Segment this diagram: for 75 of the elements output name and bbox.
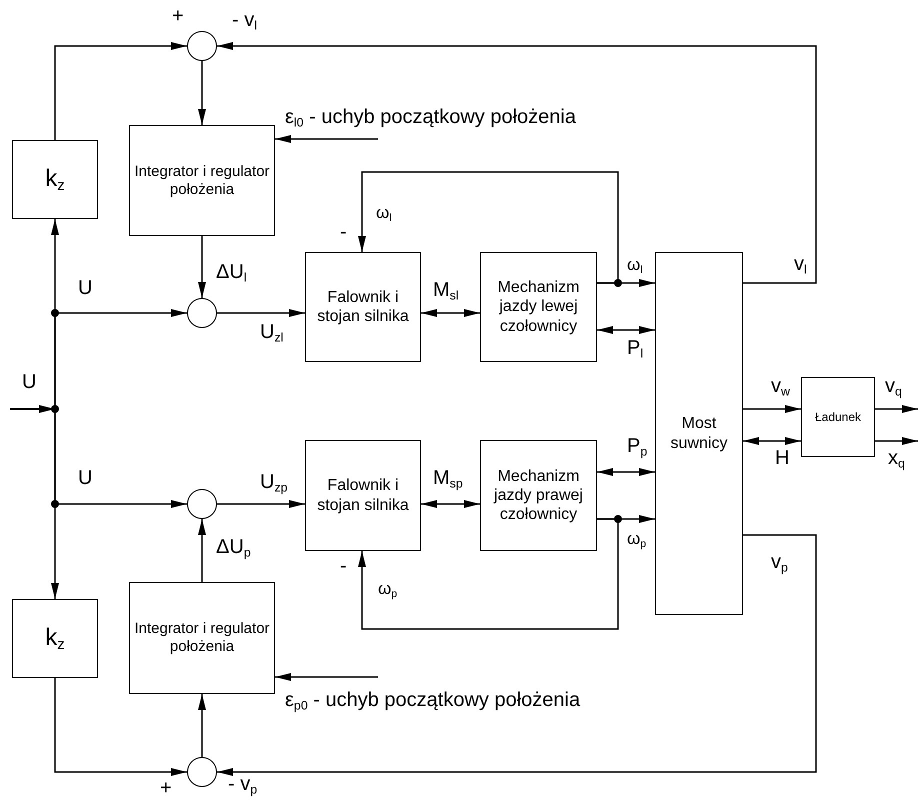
inverter-block xyxy=(305,252,421,362)
edge-label: x$_{q}$ xyxy=(888,448,905,468)
block-label: Mechanizm jazdy lewej czołownicy xyxy=(496,278,580,336)
edge-label: U$_{zl}$ xyxy=(260,322,284,342)
gain-block xyxy=(12,599,98,678)
controller-block xyxy=(129,582,275,694)
edge-label: ε$_{p0}$ - uchyb początkowy położenia xyxy=(285,690,580,710)
edge-label: H xyxy=(775,448,790,468)
edge-label: ω$_{l}$ xyxy=(627,256,643,273)
arrow xyxy=(217,500,305,508)
summing-junction xyxy=(187,489,217,519)
arrow xyxy=(198,236,206,298)
arrow xyxy=(421,500,480,508)
arrow xyxy=(54,42,187,140)
edge-label: + xyxy=(160,778,172,798)
arrow xyxy=(358,171,619,284)
edge-label: + xyxy=(172,6,184,26)
edge-label: v$_{l}$ xyxy=(794,254,807,274)
controller-block xyxy=(129,125,275,236)
edge-label: ω$_{l}$ xyxy=(376,204,392,221)
summing-junction xyxy=(187,298,217,328)
gain-block xyxy=(12,140,98,219)
arrow xyxy=(198,61,206,125)
load-block xyxy=(801,377,875,457)
summing-junction xyxy=(187,31,217,61)
arrow xyxy=(875,437,918,445)
edge-label: P$_{l}$ xyxy=(627,338,644,358)
mechanism-block xyxy=(480,440,597,551)
edge-label: U$_{zp}$ xyxy=(260,472,288,492)
block-label: k$_{z}$ xyxy=(45,165,65,194)
edge-label: v$_{p}$ xyxy=(771,552,788,572)
arrow xyxy=(198,519,206,582)
arrow xyxy=(217,534,817,776)
arrow xyxy=(597,468,655,476)
edge-label: ε$_{l0}$ - uchyb początkowy położenia xyxy=(285,107,576,127)
block-label: Integrator i regulator położenia xyxy=(133,620,271,656)
signal-label: - xyxy=(340,222,347,242)
edge-label: U xyxy=(78,468,92,488)
arrow xyxy=(743,437,801,445)
arrow xyxy=(217,42,817,284)
block-label: Ładunek xyxy=(814,410,862,424)
edge-label: v$_{w}$ xyxy=(771,376,790,396)
block-label: Integrator i regulator położenia xyxy=(133,162,271,198)
edge-label: v$_{q}$ xyxy=(885,376,902,396)
arrow xyxy=(275,135,378,143)
edge-label: ΔU$_{p}$ xyxy=(216,537,251,557)
signal-label: - xyxy=(340,556,347,576)
arrow xyxy=(198,694,206,757)
arrow xyxy=(54,678,187,776)
edge-label: M$_{sl}$ xyxy=(433,280,459,300)
edge-label: ΔU$_{l}$ xyxy=(216,262,247,282)
signal-label: U xyxy=(22,372,36,392)
arrow xyxy=(275,673,378,681)
arrow xyxy=(217,309,305,317)
bridge-block xyxy=(655,252,743,615)
signal-label: - v$_{p}$ xyxy=(228,774,258,794)
mechanism-block xyxy=(480,252,597,362)
edge-label: M$_{sp}$ xyxy=(433,468,463,488)
arrow xyxy=(421,309,480,317)
inverter-block xyxy=(305,440,421,551)
arrow xyxy=(10,408,59,599)
block-label: Falownik i stojan silnika xyxy=(316,288,410,326)
edge-label: U xyxy=(78,278,92,298)
block-label: Most suwnicy xyxy=(670,414,728,453)
block-label: Falownik i stojan silnika xyxy=(316,476,410,515)
edge-label: ω$_{p}$ xyxy=(627,530,646,547)
block-label: Mechanizm jazdy prawej czołownicy xyxy=(492,466,584,524)
arrow xyxy=(597,326,655,334)
edge-label: P$_{p}$ xyxy=(627,436,648,456)
arrow xyxy=(743,405,801,413)
block-label: k$_{z}$ xyxy=(45,624,65,653)
edge-label: ω$_{p}$ xyxy=(378,580,398,597)
arrow xyxy=(875,405,918,413)
signal-label: - v$_{l}$ xyxy=(232,10,257,30)
summing-junction xyxy=(187,757,217,787)
